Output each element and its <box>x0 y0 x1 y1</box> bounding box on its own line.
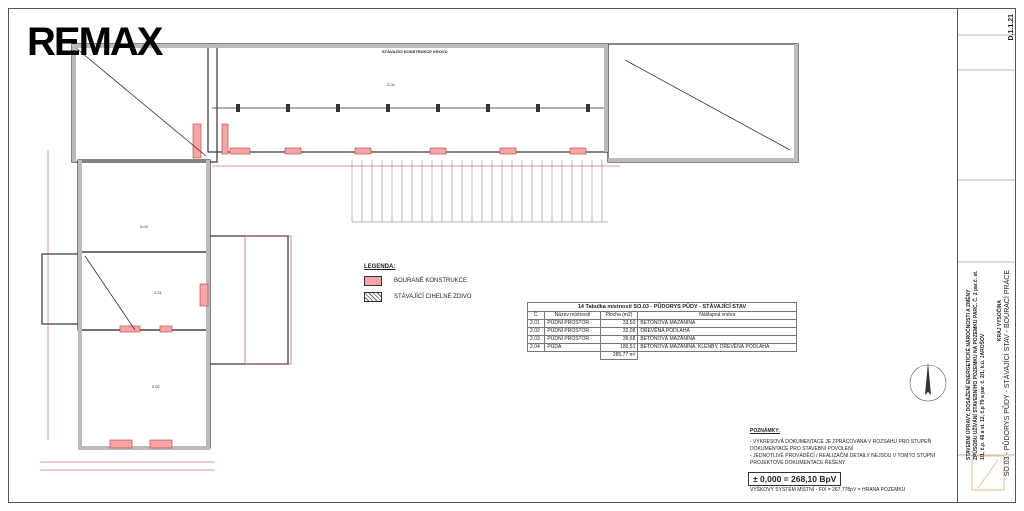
table-cell: PŮDA <box>544 343 601 352</box>
title-block <box>957 8 1016 503</box>
sheet-title: SO.03 - PŮDORYS PŮDY - STÁVAJÍCÍ STAV - … <box>1004 270 1011 477</box>
drawing-sheet-border <box>8 8 1016 503</box>
room-label-2-03: 2.03 <box>140 224 148 229</box>
table-cell: 2.03 <box>526 335 546 344</box>
room-table-caption: 14 Tabulka místností SO.03 - PŮDORYS PŮD… <box>527 302 797 311</box>
north-arrow-icon <box>909 362 947 402</box>
table-cell: 33,50 <box>599 319 639 328</box>
table-cell: BETONOVÁ MAZANINA <box>637 335 797 344</box>
stair-annex <box>207 235 289 365</box>
table-header-row: Č. Název místnosti Plocha (m2) Nášlapná … <box>526 311 797 320</box>
elevation-reference: ± 0,000 = 268,10 BpV <box>748 472 842 486</box>
table-header: Plocha (m2) <box>599 311 639 320</box>
notes: POZNÁMKY: - VÝKRESOVÁ DOKUMENTACE JE ZPR… <box>750 428 965 467</box>
room-2-03-walls <box>77 159 211 253</box>
table-row: 2.01 PŮDNÍ PROSTOR 33,50 BETONOVÁ MAZANI… <box>526 319 797 328</box>
project-title: STAVEBNÍ ÚPRAVY, DOSAŽENÍ ENERGETICKÉ NÁ… <box>966 270 986 460</box>
note-line: - VÝKRESOVÁ DOKUMENTACE JE ZPRACOVÁNA V … <box>750 439 932 452</box>
room-table: 14 Tabulka místností SO.03 - PŮDORYS PŮD… <box>526 302 797 360</box>
drawing-code: D.1.1.21 <box>1008 14 1015 41</box>
table-cell: 32,08 <box>599 327 639 336</box>
table-header: Název místnosti <box>544 311 601 320</box>
table-cell: 39,68 <box>599 335 639 344</box>
table-cell: 2.02 <box>526 327 546 336</box>
table-cell: 2.04 <box>526 343 546 352</box>
legend: LEGENDA: BOURANÉ KONSTRUKCE STÁVAJÍCÍ CI… <box>364 264 472 308</box>
region-label: KRAJ VYSOČINA <box>997 300 1003 342</box>
table-cell: PŮDNÍ PROSTOR <box>544 327 601 336</box>
table-cell: 180,51 <box>599 343 639 352</box>
company-logo-icon <box>971 455 1005 491</box>
room-label-2-02: 2.02 <box>152 384 160 389</box>
brick-wall-swatch-icon <box>364 292 382 302</box>
roof-label: STÁVAJÍCÍ KONSTRUKCE KROVU <box>382 49 448 54</box>
roof-main-block <box>207 43 609 153</box>
table-cell: 2.01 <box>526 319 546 328</box>
room-2-01-walls <box>79 329 211 449</box>
elevation-system: VÝŠKOVÝ SYSTÉM MÍSTNÍ - FIX = 267,778pV … <box>750 487 906 493</box>
room-label-2-04: 2.04 <box>387 82 395 87</box>
legend-label: BOURANÉ KONSTRUKCE <box>394 278 468 284</box>
table-cell: PŮDNÍ PROSTOR <box>544 335 601 344</box>
table-header: Č. <box>526 311 546 320</box>
notes-title: POZNÁMKY: <box>750 428 780 434</box>
table-cell: BETONOVÁ MAZANINA, KLENBY, DŘEVĚNÁ PODLA… <box>637 343 797 352</box>
legend-label: STÁVAJÍCÍ CIHELNÉ ZDIVO <box>394 294 472 300</box>
table-cell: PŮDNÍ PROSTOR <box>544 319 601 328</box>
table-row: 2.03 PŮDNÍ PROSTOR 39,68 BETONOVÁ MAZANI… <box>526 335 797 344</box>
left-annex <box>41 253 81 325</box>
room-label-2-01: 2.01 <box>154 290 162 295</box>
legend-item: STÁVAJÍCÍ CIHELNÉ ZDIVO <box>364 292 472 302</box>
table-cell: DŘEVĚNÁ PODLAHA <box>637 327 797 336</box>
demolished-swatch-icon <box>364 276 382 286</box>
table-header: Nášlapná vrstva <box>637 311 797 320</box>
remax-watermark-logo: REMAX <box>27 20 163 64</box>
note-line: - JEDNOTLIVÉ PROVÁDĚCÍ / REALIZAČNÍ DETA… <box>750 453 936 466</box>
table-total-row: 285,77 m² <box>528 351 797 360</box>
legend-title: LEGENDA: <box>364 264 396 270</box>
table-total: 285,77 m² <box>599 351 639 360</box>
table-row: 2.02 PŮDNÍ PROSTOR 32,08 DŘEVĚNÁ PODLAHA <box>526 327 797 336</box>
table-row: 2.04 PŮDA 180,51 BETONOVÁ MAZANINA, KLEN… <box>526 343 797 352</box>
middle-block-walls <box>77 251 211 331</box>
legend-item: BOURANÉ KONSTRUKCE <box>364 276 472 286</box>
table-cell: BETONOVÁ MAZANINA <box>637 319 797 328</box>
